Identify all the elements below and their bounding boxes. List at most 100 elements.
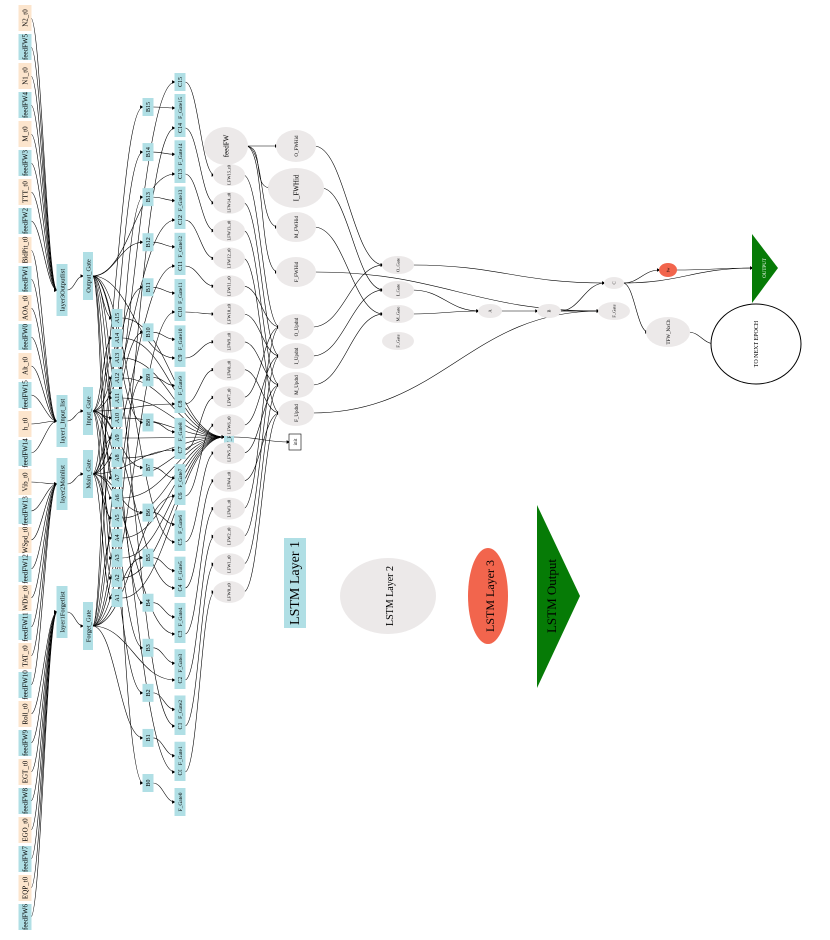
node-layer3outputlist: layer3Outputlist [56,264,68,316]
node-a6: A6 [111,489,123,507]
node-label: C9 [178,354,184,361]
node-label: layer2Mainlist [59,465,66,503]
edge [30,419,58,454]
node-label: feedFW4 [21,91,29,118]
node-label: Vib_t0 [21,472,29,492]
node-label: Alt_t0 [21,357,29,375]
node-label: M_Updtd [295,375,300,395]
edge [121,435,226,599]
node-lfw13-t0: LFW13_t0 [213,219,245,242]
node-b10: B10 [142,323,154,342]
node-label: EGO_t0 [21,818,29,842]
node-label: C12 [178,215,184,225]
edge [121,357,226,439]
edge [30,482,58,628]
edge [312,263,385,328]
node-label: EGT_t0 [21,760,29,783]
edge [152,106,176,110]
node-main-gate: Main_Gate [83,450,93,498]
node-f-gate14: F_Gate14 [174,140,186,169]
edge [30,46,58,292]
edge [121,435,226,439]
node-label: FW_Recv1 [227,424,233,449]
node-b11: B11 [142,278,154,297]
legend-layer3-label: LSTM Layer 3 [483,560,497,632]
node-o-fwhid: O_FWHid [276,130,316,162]
node-label: B10 [146,327,152,337]
node-label: LFW12_t0 [227,248,232,268]
legend-layer2-label: LSTM Layer 2 [385,566,396,626]
node-label: B3 [146,644,152,651]
node-a12: A12 [111,369,123,387]
edge [412,309,480,315]
edge [243,354,281,537]
edge [184,562,216,727]
node-label: feedFW8 [21,787,29,814]
edge [121,397,226,439]
node-f-gate: F_Gate [598,302,630,320]
edge [92,264,176,475]
node-label: B7 [146,464,152,471]
node-label: B11 [146,282,152,292]
edge [92,240,144,277]
node-label: A8 [115,454,121,461]
node-label: F_FWHid [295,261,300,282]
edge [152,692,176,712]
node-ttt-t0: TTT_t0 [18,179,32,205]
node-a4: A4 [111,529,123,547]
node-a: A [478,304,502,318]
edge [184,451,216,543]
output-triangle: OUTPUT [752,234,778,303]
edge [184,81,216,177]
node-feedfw15: feedFW15 [18,380,32,410]
node-label: feedFW7 [21,845,29,872]
node-label: B12 [146,237,152,247]
legend-output: LSTM Output [537,505,580,688]
node-layer1forgetlist: layer1Forgetlist [56,586,68,638]
node-label: fw [666,267,671,272]
node-label: C14 [178,123,184,133]
edge [121,435,226,579]
edge [121,377,226,439]
init-box: init [288,433,302,451]
node-label: LFW1_t0 [227,555,232,573]
edge [121,435,226,479]
edge [243,325,281,398]
node-label: F_Gate14 [178,143,184,165]
edge [245,145,279,229]
node-c14: C14 [174,119,186,137]
node-label: C2 [178,676,184,683]
node-label: M_Gate [396,307,401,322]
node-layer2mainlist: layer2Mainlist [56,458,68,510]
node-a10: A10 [111,409,123,427]
node-lfw11-t0: LFW11_t0 [213,275,245,298]
node-label: BldPit_t0 [21,236,29,263]
node-i-updtd: I_Updtd [278,343,314,369]
node-label: A1 [115,594,121,601]
edge [184,127,216,205]
node-label: F_Gate8 [178,422,184,441]
node-c2: C2 [174,671,186,689]
node-i-gate: I_Gate [382,281,414,299]
node-lfw2-t0: LFW2_t0 [213,525,245,548]
edge [92,376,113,627]
edge [184,265,216,288]
node-f-gate: F_Gate [382,332,414,350]
edge [30,191,58,292]
node-output-gate: Output_Gate [83,252,93,300]
node-label: C7 [178,446,184,453]
node-label: C11 [178,261,184,271]
node-layer1-input-list: layer1_Input_list [56,395,68,447]
node-feedfw7: feedFW7 [18,845,32,872]
node-label: B6 [146,509,152,516]
node-label: layer3Outputlist [59,269,66,311]
node-label: B5 [146,554,152,561]
node-b12: B12 [142,233,154,252]
node-label: LFW9_t0 [227,332,232,350]
node-feedfw0: feedFW0 [18,323,32,350]
edge [121,435,226,459]
node-feedfw3: feedFW3 [18,149,32,176]
node-i-fwhid: I_FWHid [268,168,324,208]
node-a3: A3 [111,549,123,567]
node-label: TFW_NxCh [667,319,672,345]
